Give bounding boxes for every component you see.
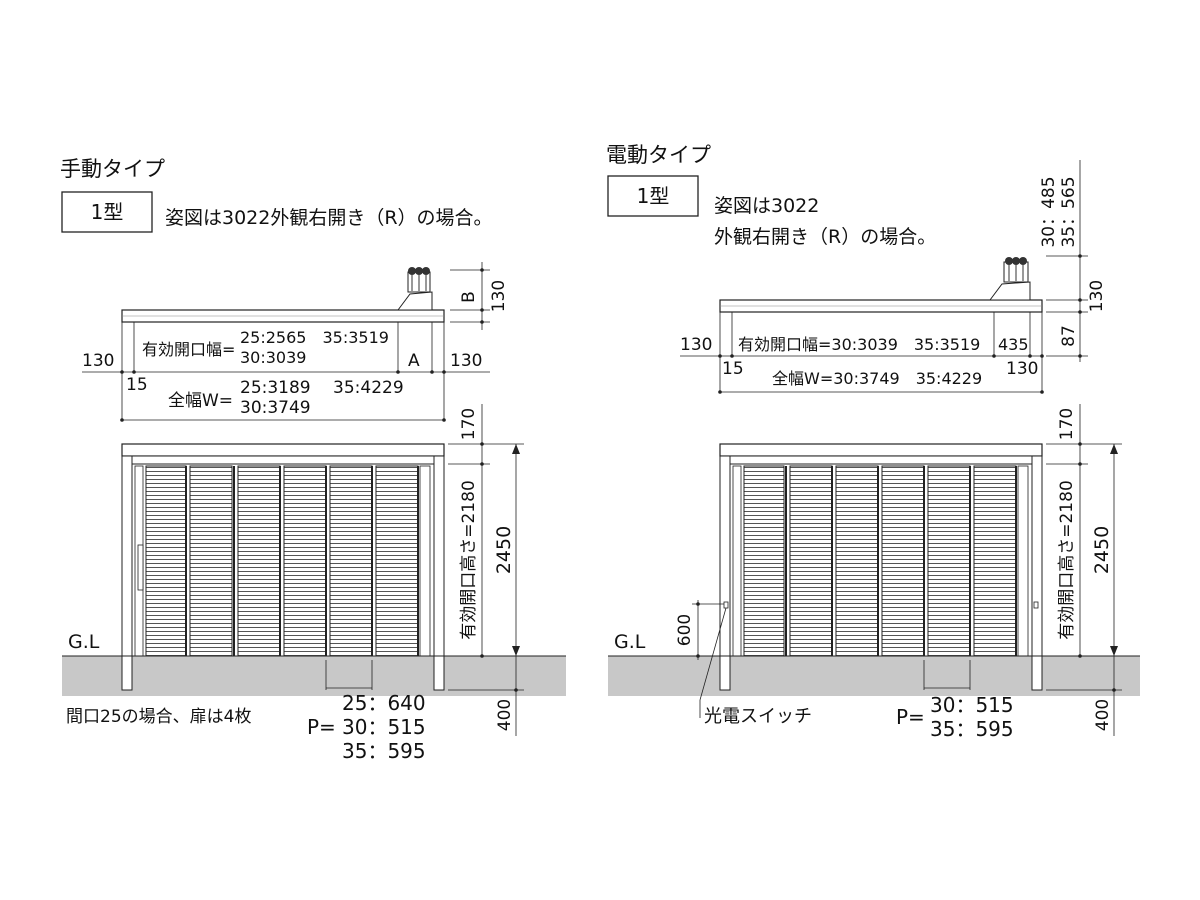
electric-heading: 電動タイプ (606, 143, 711, 167)
electric-dim-170: 170 (1057, 408, 1077, 440)
electric-gate-elevation (719, 443, 1043, 691)
manual-pitch-line3: 35：595 (342, 739, 426, 763)
electric-photo-sensor-left (723, 601, 729, 609)
manual-dim-top-130: 130 (489, 280, 509, 312)
manual-pitch-line2: 30：515 (342, 715, 426, 739)
manual-eff-width-line1: 25:2565 35:3519 (240, 328, 389, 347)
manual-ground (62, 656, 566, 696)
manual-type-section: 手動タイプ 1型 姿図は3022外観右開き（R）の場合。 (60, 157, 566, 763)
manual-plan-view (121, 262, 490, 420)
manual-dim-15: 15 (126, 375, 148, 395)
manual-note-bottom: 間口25の場合、扉は4枚 (66, 707, 251, 727)
electric-type-box (607, 175, 699, 217)
electric-dim-87: 87 (1059, 325, 1079, 347)
electric-motor-unit-icon (989, 257, 1031, 301)
electric-type-section: 電動タイプ 1型 姿図は3022 外観右開き（R）の場合。 (606, 143, 1140, 741)
manual-dim-170: 170 (459, 408, 479, 440)
electric-photo-sensor-right (1033, 601, 1039, 609)
electric-dim-right-130: 130 (1006, 359, 1038, 379)
manual-heading: 手動タイプ (60, 157, 165, 181)
electric-dim-top-130: 130 (1087, 280, 1107, 312)
manual-dim-B: B (459, 291, 479, 303)
electric-dim-30-485: 30：485 (1039, 176, 1059, 247)
manual-dim-400: 400 (495, 699, 515, 731)
manual-type-label: 1型 (91, 200, 124, 224)
electric-eff-height-label: 有効開口高さ=2180 (1057, 480, 1077, 640)
electric-ground (608, 656, 1140, 696)
electric-note-line1: 姿図は3022 (714, 195, 819, 217)
manual-dim-A: A (408, 351, 420, 371)
manual-spring-unit-icon (397, 267, 433, 311)
electric-dim-left-130: 130 (680, 335, 712, 355)
electric-plan-view (719, 257, 1043, 392)
manual-gate-elevation (121, 443, 445, 691)
manual-dim-2450: 2450 (493, 526, 515, 574)
manual-total-width-line1: 25:3189 35:4229 (240, 378, 404, 398)
manual-note: 姿図は3022外観右開き（R）の場合。 (165, 207, 493, 229)
manual-dim-right-130: 130 (450, 351, 482, 371)
electric-dim-435: 435 (998, 335, 1029, 354)
manual-gl-label: G.L (68, 631, 100, 653)
manual-eff-width-line2: 30:3039 (240, 348, 306, 367)
electric-note-line2: 外観右開き（R）の場合。 (714, 226, 936, 248)
electric-total-width: 全幅W=30:3749 35:4229 (772, 369, 982, 388)
manual-eff-width-label: 有効開口幅= (142, 340, 235, 359)
manual-dim-left-130: 130 (82, 351, 114, 371)
electric-gl-label: G.L (614, 631, 646, 653)
electric-sensor-label: 光電スイッチ (704, 706, 812, 727)
electric-dim-35-565: 35：565 (1059, 176, 1079, 247)
manual-door-handle (137, 544, 144, 591)
electric-dim-400: 400 (1093, 699, 1113, 731)
manual-total-width-line2: 30:3749 (240, 398, 311, 418)
electric-type-label: 1型 (637, 184, 670, 208)
electric-eff-width: 有効開口幅=30:3039 35:3519 (738, 335, 980, 354)
electric-pitch-label: P= (896, 705, 925, 729)
electric-dim-600: 600 (675, 614, 695, 646)
electric-pitch-line1: 30：515 (930, 693, 1014, 717)
electric-dim-2450: 2450 (1091, 526, 1113, 574)
manual-pitch-label: P= (307, 715, 336, 739)
manual-eff-height-label: 有効開口高さ=2180 (459, 480, 479, 640)
manual-type-box (61, 191, 153, 233)
manual-pitch-line1: 25：640 (342, 691, 426, 715)
electric-dim-15: 15 (722, 359, 744, 379)
manual-total-width-label: 全幅W= (168, 391, 233, 411)
electric-pitch-line2: 35：595 (930, 717, 1014, 741)
